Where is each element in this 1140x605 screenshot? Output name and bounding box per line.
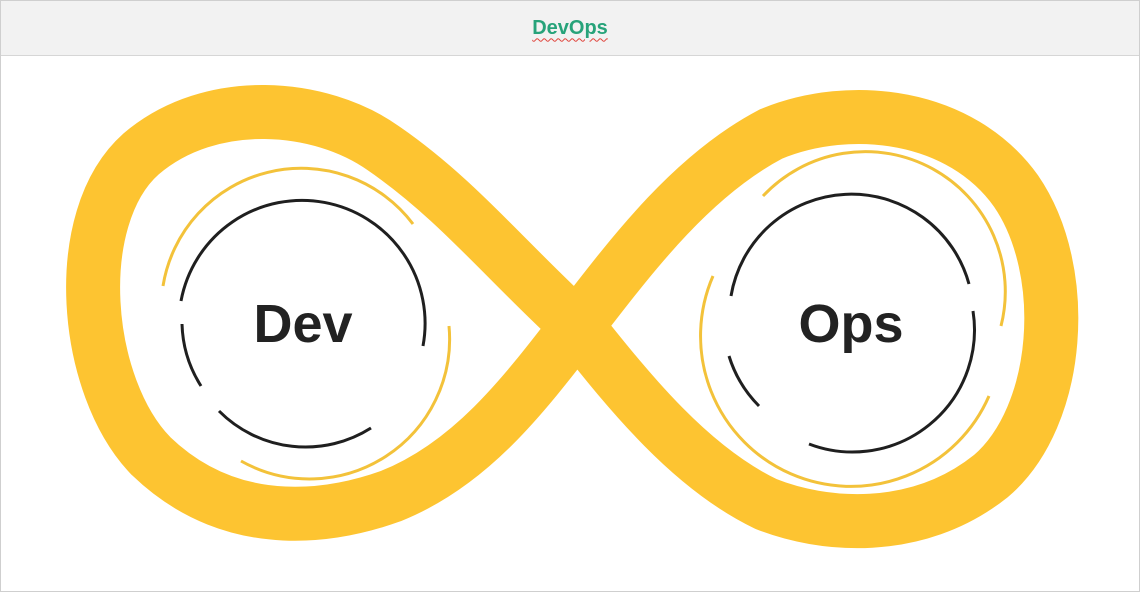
dev-dark-arc-top	[179, 198, 427, 347]
dev-thin-arc-bottom	[240, 325, 452, 481]
ops-thin-arc-bottom	[699, 275, 991, 488]
dev-dark-arc-bottom	[217, 409, 372, 449]
ops-thin-arc-top	[761, 150, 1007, 327]
dev-thin-arc-top	[161, 166, 415, 287]
ops-label: Ops	[798, 294, 903, 354]
ops-dark-arc-top	[729, 192, 971, 297]
slide-frame: DevOps Dev Op	[0, 0, 1140, 592]
devops-infinity-diagram: Dev Ops	[1, 56, 1139, 591]
page-title: DevOps	[532, 16, 608, 39]
dev-dark-arc-left	[180, 323, 203, 387]
ops-dark-arc-right	[808, 310, 976, 454]
infinity-loop	[66, 85, 1079, 549]
ops-circle-group: Ops	[699, 150, 1007, 488]
header-bar: DevOps	[1, 1, 1139, 56]
dev-label: Dev	[253, 294, 352, 354]
infinity-svg: Dev Ops	[66, 85, 1079, 549]
ops-dark-arc-left	[727, 355, 761, 408]
dev-circle-group: Dev	[161, 166, 452, 481]
